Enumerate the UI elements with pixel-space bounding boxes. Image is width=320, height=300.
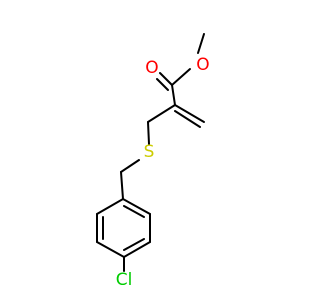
atom-oxygen-ether: O xyxy=(196,55,209,75)
atom-chlorine: Cl xyxy=(116,270,133,290)
bond-alkene-b xyxy=(174,110,201,128)
bond-benzyl-ring xyxy=(120,171,124,200)
bond-carbonyl-alpha xyxy=(171,84,176,106)
bond-methylene-sulfur xyxy=(147,121,150,145)
bonds xyxy=(96,33,205,272)
ring-double-bond-2 xyxy=(123,238,145,251)
bond-carbonyl-double-a xyxy=(159,72,173,86)
atom-sulfur: S xyxy=(144,142,155,162)
bond-alkene-a xyxy=(174,104,205,123)
molecule-structure: O O S Cl xyxy=(96,33,210,290)
bond-alpha-methylene xyxy=(147,104,176,123)
benzene-ring xyxy=(96,197,151,259)
bond-carbonyl-double-b xyxy=(156,78,169,91)
bond-oxygen-carbonyl-carbon xyxy=(171,68,191,86)
ring-double-bond-1 xyxy=(123,205,145,218)
bond-sulfur-benzyl xyxy=(120,159,140,173)
atom-labels: O O S Cl xyxy=(116,55,210,290)
bond-methyl-oxygen xyxy=(197,33,205,54)
atom-oxygen-carbonyl: O xyxy=(145,58,158,78)
